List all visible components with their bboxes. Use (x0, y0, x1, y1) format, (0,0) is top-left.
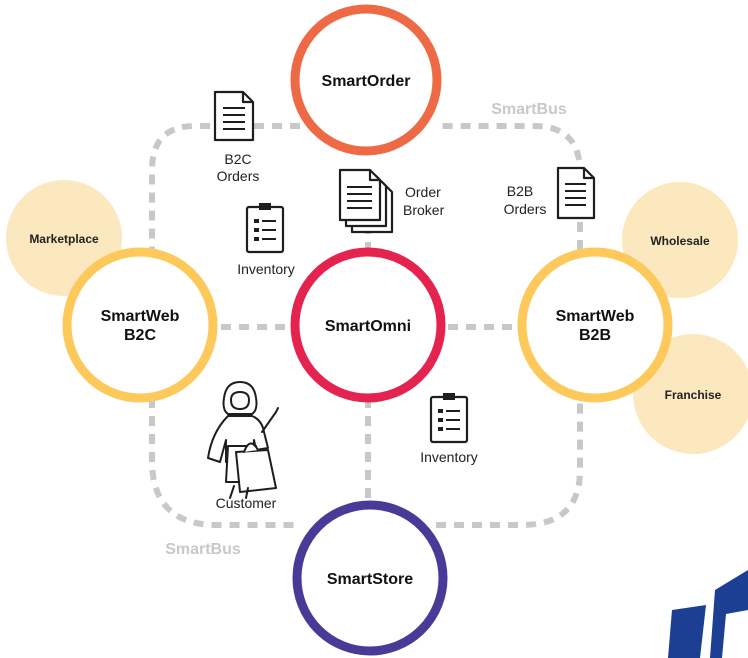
smartweb-b2b-subtitle: B2B (579, 327, 611, 344)
shopper-icon (207, 381, 279, 499)
document-stack-icon (338, 168, 394, 234)
annotation-order-broker: Order Broker (338, 168, 445, 234)
annotation-b2b-orders: B2B Orders (504, 166, 596, 220)
document-icon (556, 166, 596, 220)
franchise-label: Franchise (665, 388, 722, 402)
node-smartweb-b2b: SmartWeb B2B (517, 247, 673, 403)
order-broker-label-line2: Broker (403, 202, 445, 218)
customer-label: Customer (216, 495, 277, 511)
order-broker-label-line1: Order (405, 184, 441, 200)
annotation-b2c-orders: B2C Orders (213, 90, 260, 184)
smartbus-label-top: SmartBus (491, 101, 567, 118)
node-smartorder: SmartOrder (290, 4, 442, 156)
inventory-bottom-label: Inventory (420, 449, 478, 465)
channel-bubble-wholesale: Wholesale (622, 182, 738, 298)
smartorder-title: SmartOrder (322, 73, 411, 90)
smartweb-b2b-title: SmartWeb (556, 308, 635, 325)
clipboard-list-icon (429, 393, 469, 444)
smartstore-title: SmartStore (327, 571, 413, 588)
smartweb-b2b-ring (517, 247, 673, 403)
annotation-inventory-bottom: Inventory (420, 393, 478, 465)
wholesale-label: Wholesale (650, 234, 710, 248)
bubble-wholesale-shape (622, 182, 738, 298)
node-smartweb-b2c: SmartWeb B2C (62, 247, 218, 403)
b2c-orders-label-line2: Orders (217, 168, 260, 184)
annotation-inventory-top: Inventory (237, 203, 295, 277)
b2b-orders-label-line2: Orders (504, 201, 547, 217)
b2c-orders-label-line1: B2C (224, 151, 251, 167)
watermark-logo (668, 570, 748, 658)
annotation-customer: Customer (207, 381, 279, 511)
smartweb-b2c-ring (62, 247, 218, 403)
inventory-top-label: Inventory (237, 261, 295, 277)
smartbus-label-bottom: SmartBus (165, 541, 241, 558)
smartomni-ring (290, 247, 446, 403)
smartstore-ring (292, 500, 448, 656)
smartorder-ring (290, 4, 442, 156)
smartbus: SmartBus SmartBus (149, 101, 583, 558)
clipboard-list-icon (245, 203, 285, 254)
smartweb-b2c-title: SmartWeb (101, 308, 180, 325)
marketplace-label: Marketplace (29, 232, 99, 246)
b2b-orders-label-line1: B2B (507, 183, 533, 199)
smartbus-loop (149, 123, 583, 528)
smartweb-b2c-subtitle: B2C (124, 327, 156, 344)
smartomni-title: SmartOmni (325, 318, 411, 335)
node-smartomni: SmartOmni (290, 247, 446, 403)
document-icon (213, 90, 255, 142)
node-smartstore: SmartStore (292, 500, 448, 656)
